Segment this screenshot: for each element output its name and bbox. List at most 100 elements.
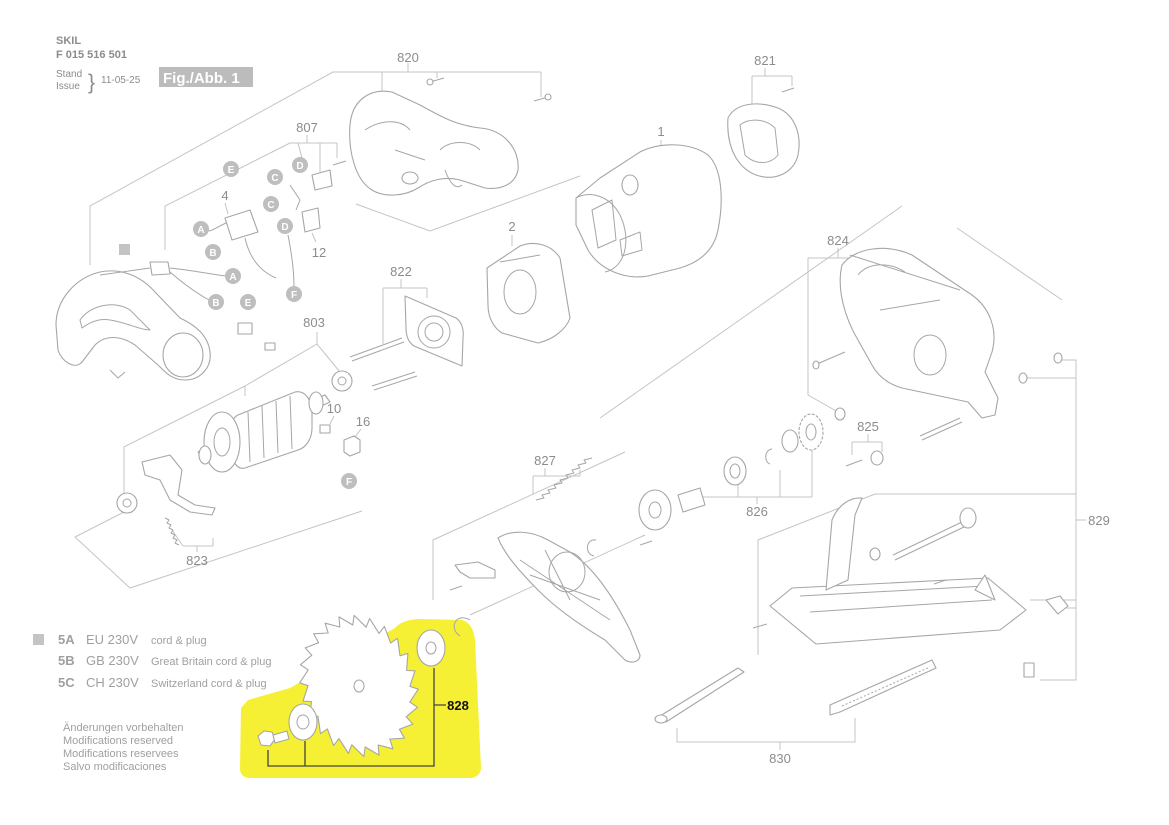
assembly-line	[244, 332, 341, 396]
badge-circle	[286, 286, 302, 302]
bevel-bracket	[825, 497, 863, 591]
badge-circle	[267, 169, 283, 185]
handle-knob	[162, 332, 204, 378]
flange-bore	[648, 501, 662, 519]
cord-wire	[169, 267, 227, 301]
bearing-bore	[122, 498, 132, 508]
badge-circle	[277, 218, 293, 234]
part-number: 807	[296, 120, 318, 135]
badge-letter: F	[291, 290, 297, 301]
part-number: 822	[390, 264, 412, 279]
stand-label: Stand	[56, 69, 82, 80]
spring	[164, 517, 180, 546]
connector-badge: F	[286, 286, 302, 302]
cord-legend: 5A EU 230V cord & plug 5B GB 230V Great …	[33, 632, 271, 690]
washer	[870, 450, 884, 466]
saw-blade-bore	[353, 679, 365, 693]
washer	[1018, 372, 1028, 384]
brush-holder	[343, 435, 361, 457]
lower-guard-hub	[548, 551, 586, 593]
badge-circle	[225, 268, 241, 284]
armature-fan	[203, 411, 241, 473]
switch	[224, 209, 259, 241]
screw	[332, 160, 347, 166]
legend-voltage: CH 230V	[86, 675, 139, 690]
field-coil-body	[486, 242, 571, 344]
switch-assembly	[224, 160, 347, 351]
blade-bolt-shank	[272, 730, 290, 744]
legend-description: cord & plug	[151, 635, 207, 647]
assembly-lines	[74, 63, 1086, 750]
assembly-line	[532, 468, 581, 494]
depth-bolt	[892, 521, 965, 561]
bearing	[723, 456, 747, 486]
connector-badge: B	[208, 294, 224, 310]
washer	[834, 407, 846, 421]
legend-code: 5C	[58, 675, 75, 690]
armature	[197, 370, 353, 473]
spindle	[677, 487, 706, 513]
note-line: Änderungen vorbehalten	[63, 722, 183, 734]
retaining-ring	[587, 539, 597, 557]
product-number: F 015 516 501	[56, 49, 127, 61]
connector-badge: E	[240, 294, 256, 310]
retaining-ring	[453, 617, 471, 637]
part-number: 821	[754, 53, 776, 68]
figure-label-box	[159, 67, 253, 87]
trigger	[301, 207, 321, 233]
gear-train	[638, 413, 884, 546]
guard-lever	[454, 561, 496, 579]
assembly-line	[355, 175, 581, 232]
note-line: Modifications reservees	[63, 748, 179, 760]
part-number: 12	[312, 245, 326, 260]
housing-cover-rib	[364, 121, 481, 188]
badge-letter: E	[245, 298, 252, 309]
armature-core	[231, 391, 313, 469]
issue-date: 11-05-25	[101, 75, 141, 86]
badge-letter: C	[267, 200, 274, 211]
part-number: 826	[746, 504, 768, 519]
base-bracket	[974, 574, 996, 601]
wing-knob	[1045, 595, 1069, 615]
outer-flange-washer	[416, 629, 446, 667]
assembly-line	[74, 510, 363, 589]
outer-flange-washer-bore	[425, 641, 437, 655]
connector-block	[237, 322, 253, 335]
guide-strap-eye	[654, 714, 668, 724]
assembly-line	[171, 529, 214, 552]
screw-head	[426, 78, 434, 86]
guide-strap	[659, 667, 745, 723]
connector-badge: E	[223, 161, 239, 177]
legend-marker	[33, 634, 44, 645]
base-plate-rib	[799, 585, 993, 613]
bearing-plate-body	[404, 295, 464, 367]
motor-housing	[575, 144, 722, 278]
highlighted-part-number: 828	[447, 698, 469, 713]
legend-description: Great Britain cord & plug	[151, 656, 271, 668]
legend-voltage: GB 230V	[86, 653, 139, 668]
note-line: Modifications reserved	[63, 735, 173, 747]
assembly-line	[164, 142, 291, 250]
screw	[781, 87, 795, 93]
assembly-line	[599, 205, 1063, 419]
badge-letter: B	[209, 248, 216, 259]
end-cap	[727, 87, 800, 178]
clamping-washer-bore	[296, 714, 310, 730]
document-header: SKIL F 015 516 501 Stand Issue } 11-05-2…	[56, 35, 253, 94]
motor-housing-body	[575, 144, 722, 278]
cord-variant-marker	[119, 244, 130, 255]
legend-code: 5A	[58, 632, 75, 647]
retaining-ring	[765, 448, 773, 465]
part-number: 827	[534, 453, 556, 468]
handle-foot	[109, 369, 126, 379]
part-number: 4	[221, 188, 228, 203]
depth-bolt-knob	[959, 507, 977, 529]
screw	[752, 579, 947, 629]
carbon-brush	[319, 424, 331, 434]
badge-letter: C	[271, 173, 278, 184]
bearing	[331, 370, 353, 392]
gear	[798, 413, 824, 451]
armature-commutator	[308, 391, 324, 415]
assembly-line	[89, 71, 382, 265]
armature-winding	[247, 395, 293, 463]
